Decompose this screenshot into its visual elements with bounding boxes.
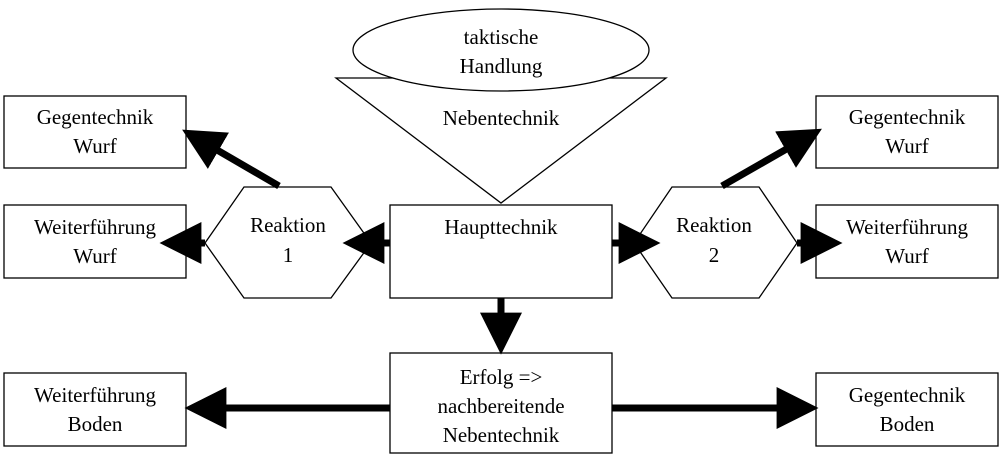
box-left-top: Gegentechnik Wurf — [3, 95, 187, 169]
hexagon-reaktion-1: Reaktion 1 — [204, 186, 372, 299]
erfolg-line3: Nebentechnik — [443, 423, 560, 447]
box-erfolg: Erfolg => nachbereitende Nebentechnik — [389, 352, 613, 454]
box-right-bottom-line2: Boden — [880, 412, 935, 436]
box-left-top-line1: Gegentechnik — [37, 105, 154, 129]
arrow-reaktion2-to-gegentechnik-wurf — [720, 128, 822, 190]
box-left-bottom-line2: Boden — [68, 412, 123, 436]
box-left-mid-line2: Wurf — [73, 244, 116, 268]
box-left-top-line2: Wurf — [73, 134, 116, 158]
triangle-node-nebentechnik: Nebentechnik — [334, 77, 668, 204]
box-left-bottom: Weiterführung Boden — [3, 372, 187, 447]
box-haupttechnik: Haupttechnik — [389, 204, 613, 299]
ellipse-label-line1: taktische — [464, 25, 539, 49]
box-right-top-line1: Gegentechnik — [849, 105, 966, 129]
hexagon-2-line2: 2 — [709, 243, 720, 267]
box-right-top-line2: Wurf — [885, 134, 928, 158]
box-right-mid-line1: Weiterführung — [846, 215, 968, 239]
box-right-mid-line2: Wurf — [885, 244, 928, 268]
hexagon-2-line1: Reaktion — [676, 213, 752, 237]
hexagon-1-line2: 1 — [283, 243, 294, 267]
box-right-top: Gegentechnik Wurf — [815, 95, 999, 169]
triangle-label: Nebentechnik — [443, 106, 560, 130]
ellipse-label-line2: Handlung — [460, 54, 543, 78]
box-left-mid-line1: Weiterführung — [34, 215, 156, 239]
box-left-bottom-line1: Weiterführung — [34, 383, 156, 407]
arrow-reaktion1-to-gegentechnik-wurf — [182, 129, 281, 190]
box-right-mid: Weiterführung Wurf — [815, 204, 999, 279]
haupttechnik-label: Haupttechnik — [444, 215, 558, 239]
hexagon-1-line1: Reaktion — [250, 213, 326, 237]
box-right-bottom: Gegentechnik Boden — [815, 372, 999, 447]
hexagon-reaktion-2: Reaktion 2 — [633, 186, 798, 299]
box-left-mid: Weiterführung Wurf — [3, 204, 187, 279]
erfolg-line2: nachbereitende — [437, 394, 564, 418]
erfolg-line1: Erfolg => — [460, 365, 543, 389]
box-right-bottom-line1: Gegentechnik — [849, 383, 966, 407]
ellipse-node-taktische-handlung: taktische Handlung — [352, 8, 650, 92]
